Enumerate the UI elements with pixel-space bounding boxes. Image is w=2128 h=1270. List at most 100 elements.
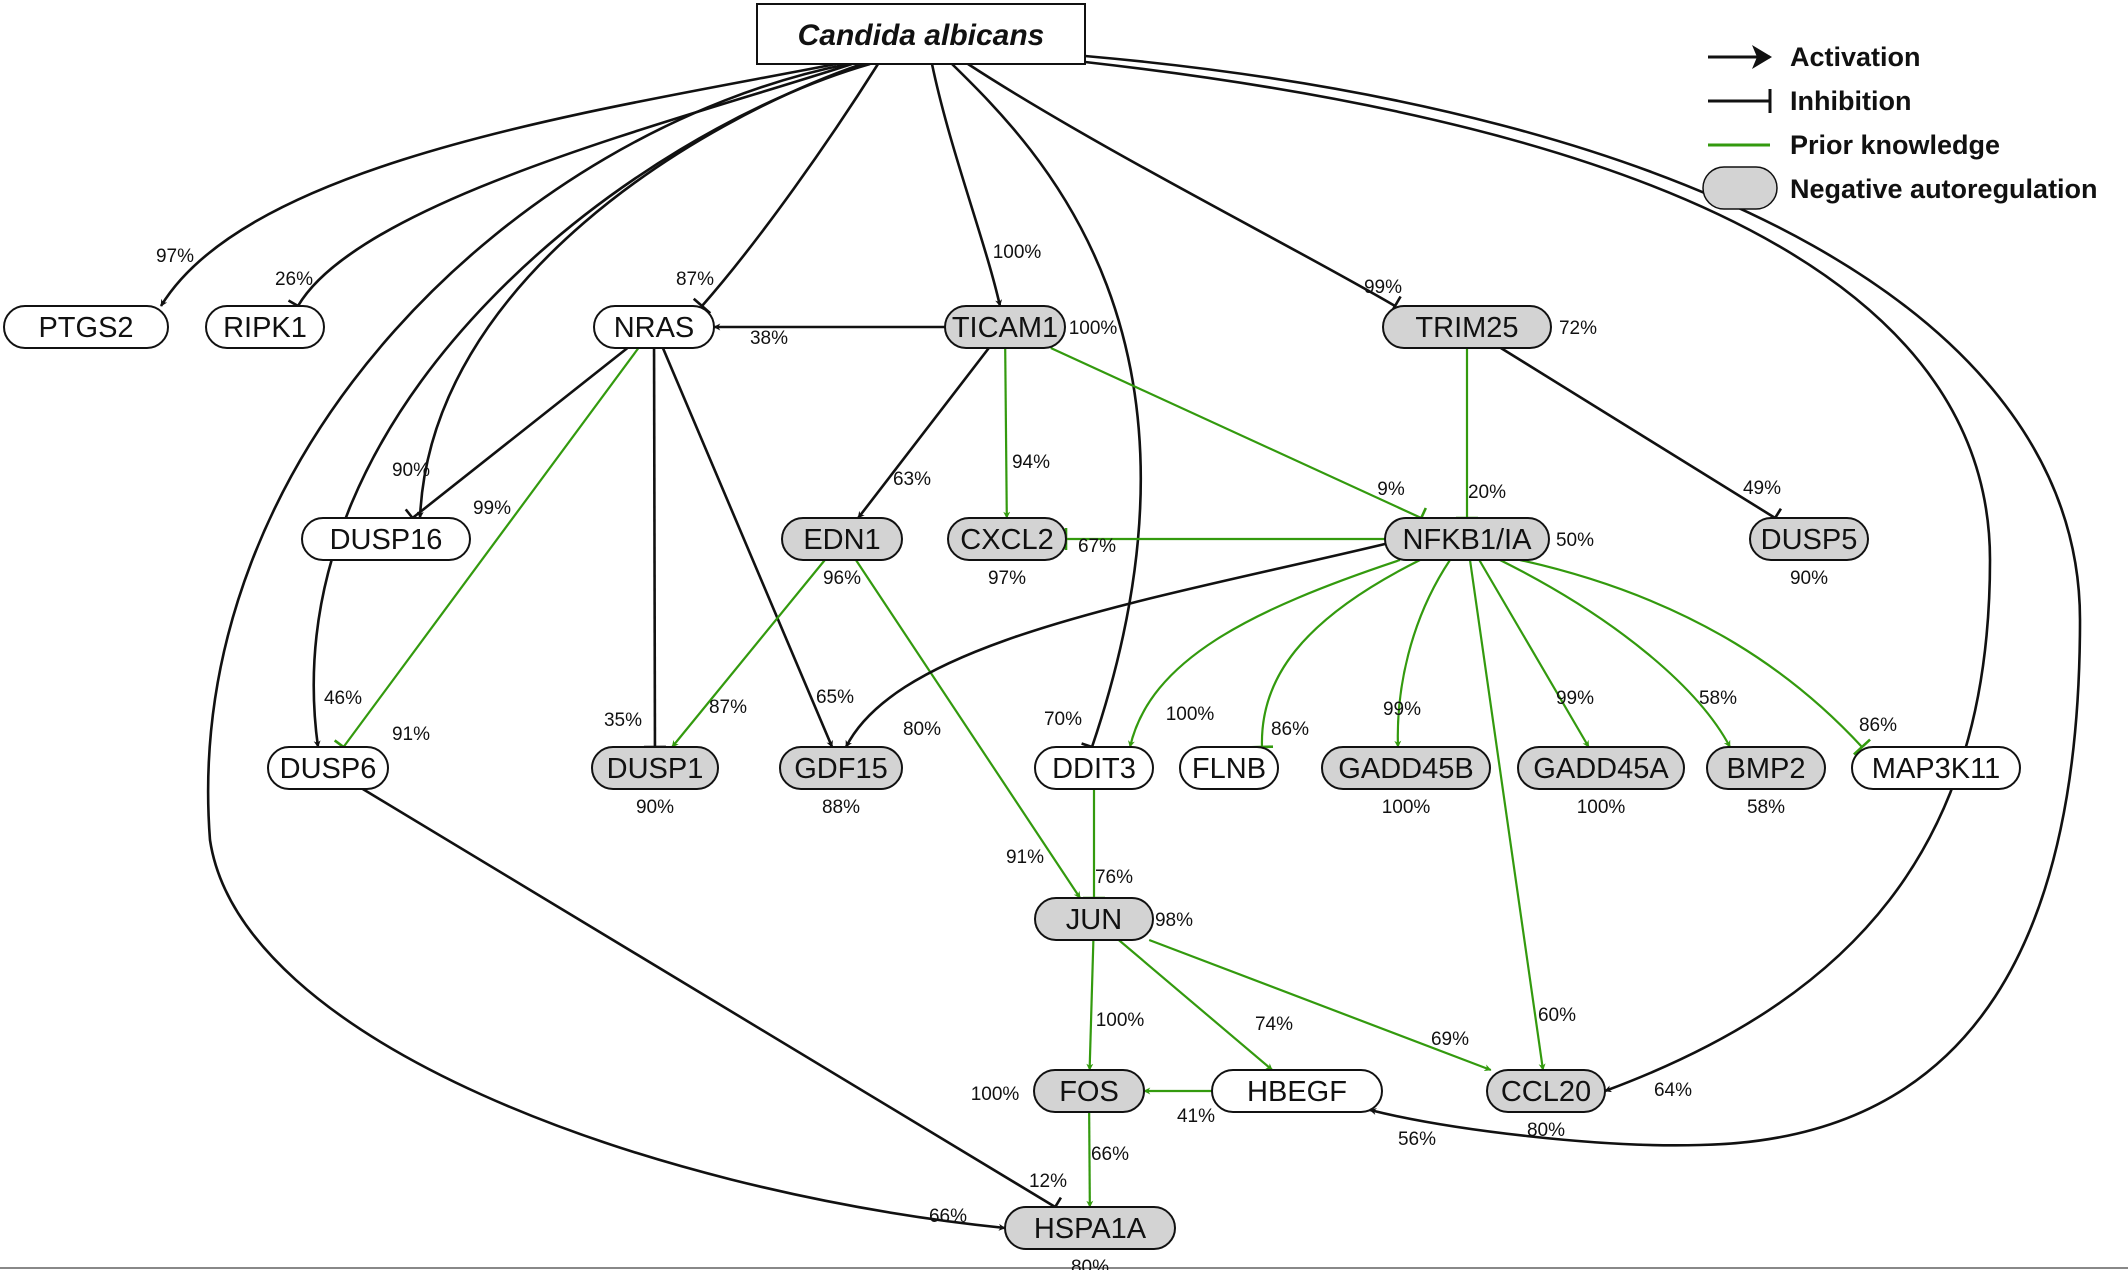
autoreg-percent-label: 98% [1155,910,1193,931]
edge-edn1-to-jun [855,559,1081,899]
edge-path [342,347,640,748]
autoreg-percent-label: 50% [1556,530,1594,551]
node-gdf15: GDF15 88% [779,746,903,818]
node-dusp16: DUSP16 [301,517,471,561]
legend-prior-knowledge: Prior knowledge [1708,130,2000,160]
edge-percent-label: 46% [324,688,362,709]
legend-inhibition: Inhibition [1708,86,1911,116]
edge-path [312,62,871,748]
edge-path [661,347,834,748]
edge-percent-label: 74% [1255,1014,1293,1035]
edge-percent-label: 94% [1012,452,1050,473]
node-label: GDF15 [794,753,887,785]
autoreg-percent-label: 100% [1069,318,1118,339]
node-label: DDIT3 [1052,753,1136,785]
edge-path [701,63,880,307]
edge-path [930,63,1003,307]
edge-root-to-dusp6 [312,62,871,748]
node-label: FLNB [1192,753,1266,785]
node-nras: NRAS [593,305,715,349]
edge-jun-to-fos [1086,939,1095,1071]
edge-percent-label: 91% [1006,847,1044,868]
edge-percent-label: 65% [816,687,854,708]
edge-percent-label: 41% [1177,1106,1215,1127]
edge-percent-label: 26% [275,269,313,290]
legend-inhibition-label: Inhibition [1790,86,1911,116]
edge-nfkb1ia-to-ddit3 [1128,558,1401,748]
node-label: NFKB1/IA [1403,524,1533,556]
autoreg-percent-label: 90% [1790,568,1828,589]
node-label: FOS [1059,1076,1119,1108]
edge-root-to-ticam1 [930,63,1003,307]
node-label: DUSP6 [280,753,377,785]
edge-nras-to-gdf15 [661,347,834,748]
edge-percent-label: 60% [1538,1005,1576,1026]
edge-path [1128,558,1401,748]
node-label: GADD45B [1338,753,1473,785]
autoreg-percent-label: 88% [822,797,860,818]
node-label: MAP3K11 [1872,753,2000,785]
edge-percent-label: 69% [1431,1029,1469,1050]
edge-percent-label: 63% [893,469,931,490]
edge-path [1478,559,1590,748]
autoreg-percent-label: 90% [636,797,674,818]
edge-nfkb1ia-to-gdf15 [844,542,1386,748]
autoreg-percent-label: 96% [823,568,861,589]
node-label: JUN [1066,904,1122,936]
node-ddit3: DDIT3 [1034,746,1154,790]
edge-percent-label: 35% [604,710,642,731]
node-label: DUSP1 [607,753,704,785]
edge-percent-label: 9% [1377,479,1405,500]
edge-root-to-trim25 [967,62,1402,317]
activation-arrow-icon [1752,45,1772,69]
edge-percent-label: 70% [1044,709,1082,730]
edge-path [296,62,853,307]
autoreg-percent-label: 100% [971,1084,1020,1105]
edge-root-to-ripk1 [287,62,853,313]
edge-fos-to-hspa1a [1086,1111,1094,1208]
edge-percent-label: 99% [473,498,511,519]
autoreg-percent-label: 97% [988,568,1026,589]
edge-nras-to-dusp16 [404,346,629,528]
edge-nfkb1ia-to-ccl20 [1468,559,1546,1071]
edge-nras-to-dusp1 [643,347,666,749]
node-fos: FOS 100% [971,1069,1145,1113]
edge-percent-label: 100% [993,242,1042,263]
edge-percent-label: 20% [1468,482,1506,503]
edge-path [1260,559,1421,748]
edge-percent-label: 49% [1743,478,1781,499]
edge-percent-label: 76% [1095,867,1133,888]
root-node-candida-albicans: Candida albicans [756,3,1086,65]
edge-percent-label: 100% [1166,704,1215,725]
autoreg-percent-label: 80% [1071,1257,1109,1270]
edge-path [1050,347,1422,519]
node-dusp6: DUSP6 [267,746,389,790]
edge-percent-label: 66% [929,1206,967,1227]
edge-jun-to-ccl20 [1148,938,1492,1072]
edge-nfkb1ia-to-map3k11 [1519,558,1871,756]
edge-root-to-ddit3 [951,63,1142,752]
node-map3k11: MAP3K11 [1851,746,2021,790]
node-label: CCL20 [1501,1076,1591,1108]
edge-percent-label: 12% [1029,1171,1067,1192]
edge-ticam1-to-cxcl2 [1003,347,1011,519]
edges-layer [159,54,2082,1231]
node-label: GADD45A [1533,753,1669,785]
percent-labels-layer: 97%26%87%100%99%90%46%70%64%66%56%38%63%… [156,242,1897,1227]
edge-jun-to-hbegf [1118,939,1273,1071]
edge-path [362,787,1056,1209]
edge-nfkb1ia-to-gadd45a [1478,559,1590,748]
node-label: TICAM1 [952,312,1058,344]
edge-percent-label: 87% [709,697,747,718]
autoreg-percent-label: 58% [1747,797,1785,818]
node-label: HBEGF [1247,1076,1347,1108]
node-label: NRAS [614,312,695,344]
edge-percent-label: 99% [1556,688,1594,709]
legend: Activation Inhibition Prior knowledge Ne… [1702,42,2098,210]
legend-prior-label: Prior knowledge [1790,130,2000,160]
edge-path [207,62,1006,1231]
